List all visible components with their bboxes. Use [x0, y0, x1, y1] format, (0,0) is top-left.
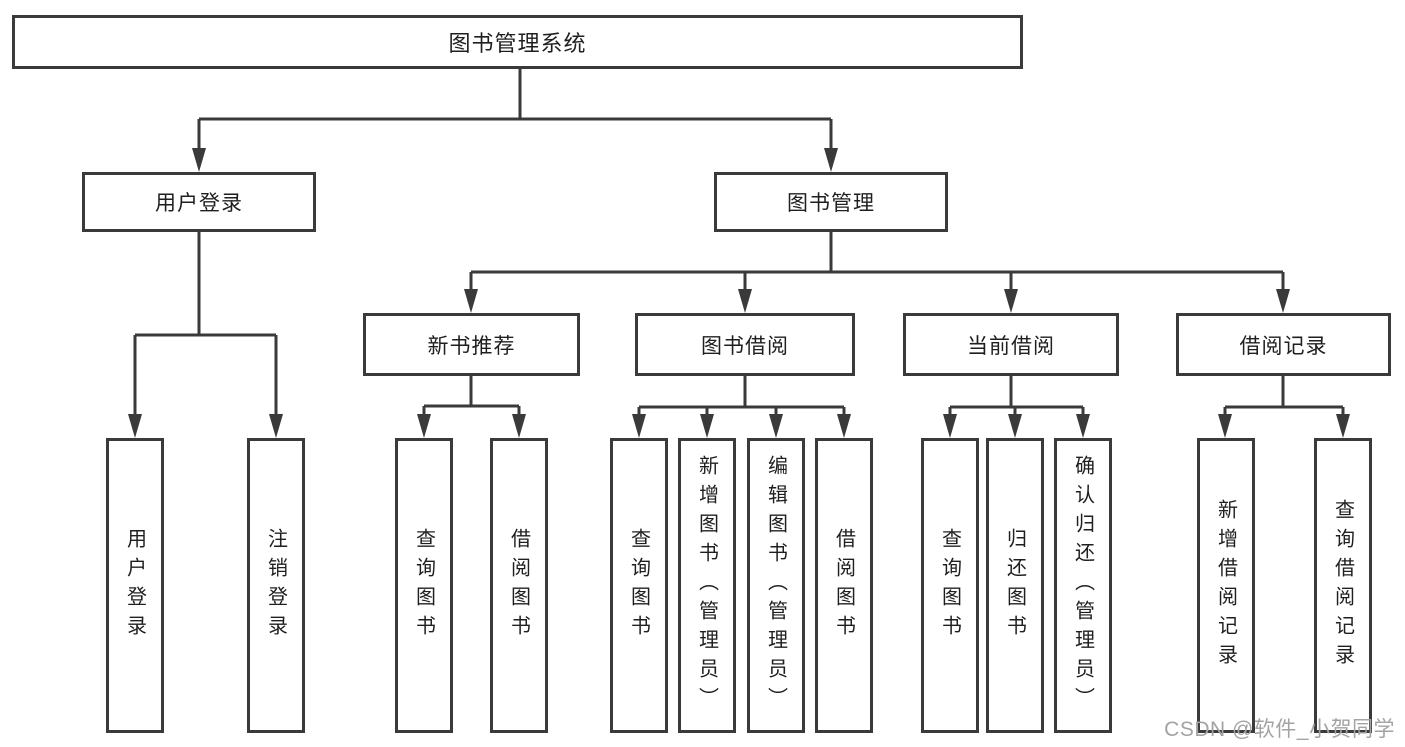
node-book-management: 图书管理 — [714, 172, 948, 232]
node-leaf-add-borrow-record: 新增借阅记录 — [1197, 438, 1255, 733]
node-label: 借阅记录 — [1239, 334, 1328, 358]
node-label: 新增借阅记录 — [1214, 498, 1237, 673]
node-leaf-query-books-2: 查询图书 — [610, 438, 668, 733]
node-label: 确认归还（管理员） — [1071, 455, 1094, 716]
node-label: 图书管理系统 — [448, 31, 587, 56]
node-leaf-query-books-3: 查询图书 — [921, 438, 979, 733]
node-book-borrowing: 图书借阅 — [635, 313, 855, 376]
node-label: 查询借阅记录 — [1331, 498, 1354, 673]
node-leaf-confirm-return-admin: 确认归还（管理员） — [1054, 438, 1112, 733]
node-leaf-query-books-1: 查询图书 — [395, 438, 453, 733]
node-label: 图书借阅 — [701, 334, 789, 358]
node-label: 新书推荐 — [427, 334, 516, 358]
node-leaf-borrow-books-1: 借阅图书 — [490, 438, 548, 733]
node-label: 用户登录 — [155, 192, 243, 215]
node-label: 新增图书（管理员） — [695, 455, 718, 716]
node-leaf-logout: 注销登录 — [247, 438, 305, 733]
node-leaf-borrow-books-2: 借阅图书 — [815, 438, 873, 733]
node-user-login: 用户登录 — [82, 172, 316, 232]
node-leaf-query-borrow-record: 查询借阅记录 — [1314, 438, 1372, 733]
node-label: 编辑图书（管理员） — [764, 455, 787, 716]
node-label: 用户登录 — [123, 527, 146, 644]
node-label: 当前借阅 — [967, 334, 1055, 358]
node-leaf-edit-book-admin: 编辑图书（管理员） — [747, 438, 805, 733]
node-leaf-user-login: 用户登录 — [106, 438, 164, 733]
node-new-book-recommend: 新书推荐 — [363, 313, 580, 376]
node-label: 查询图书 — [627, 527, 650, 644]
node-borrowing-records: 借阅记录 — [1176, 313, 1391, 376]
node-label: 查询图书 — [938, 527, 961, 644]
node-current-borrowing: 当前借阅 — [903, 313, 1119, 376]
node-label: 查询图书 — [412, 527, 435, 644]
node-label: 归还图书 — [1003, 527, 1026, 644]
node-leaf-add-book-admin: 新增图书（管理员） — [678, 438, 736, 733]
node-root: 图书管理系统 — [12, 15, 1023, 69]
node-label: 借阅图书 — [832, 527, 855, 644]
watermark: CSDN @软件_小贺同学 — [1164, 718, 1395, 741]
node-label: 图书管理 — [787, 192, 875, 215]
node-label: 借阅图书 — [507, 527, 530, 644]
node-leaf-return-books: 归还图书 — [986, 438, 1044, 733]
node-label: 注销登录 — [264, 527, 287, 644]
